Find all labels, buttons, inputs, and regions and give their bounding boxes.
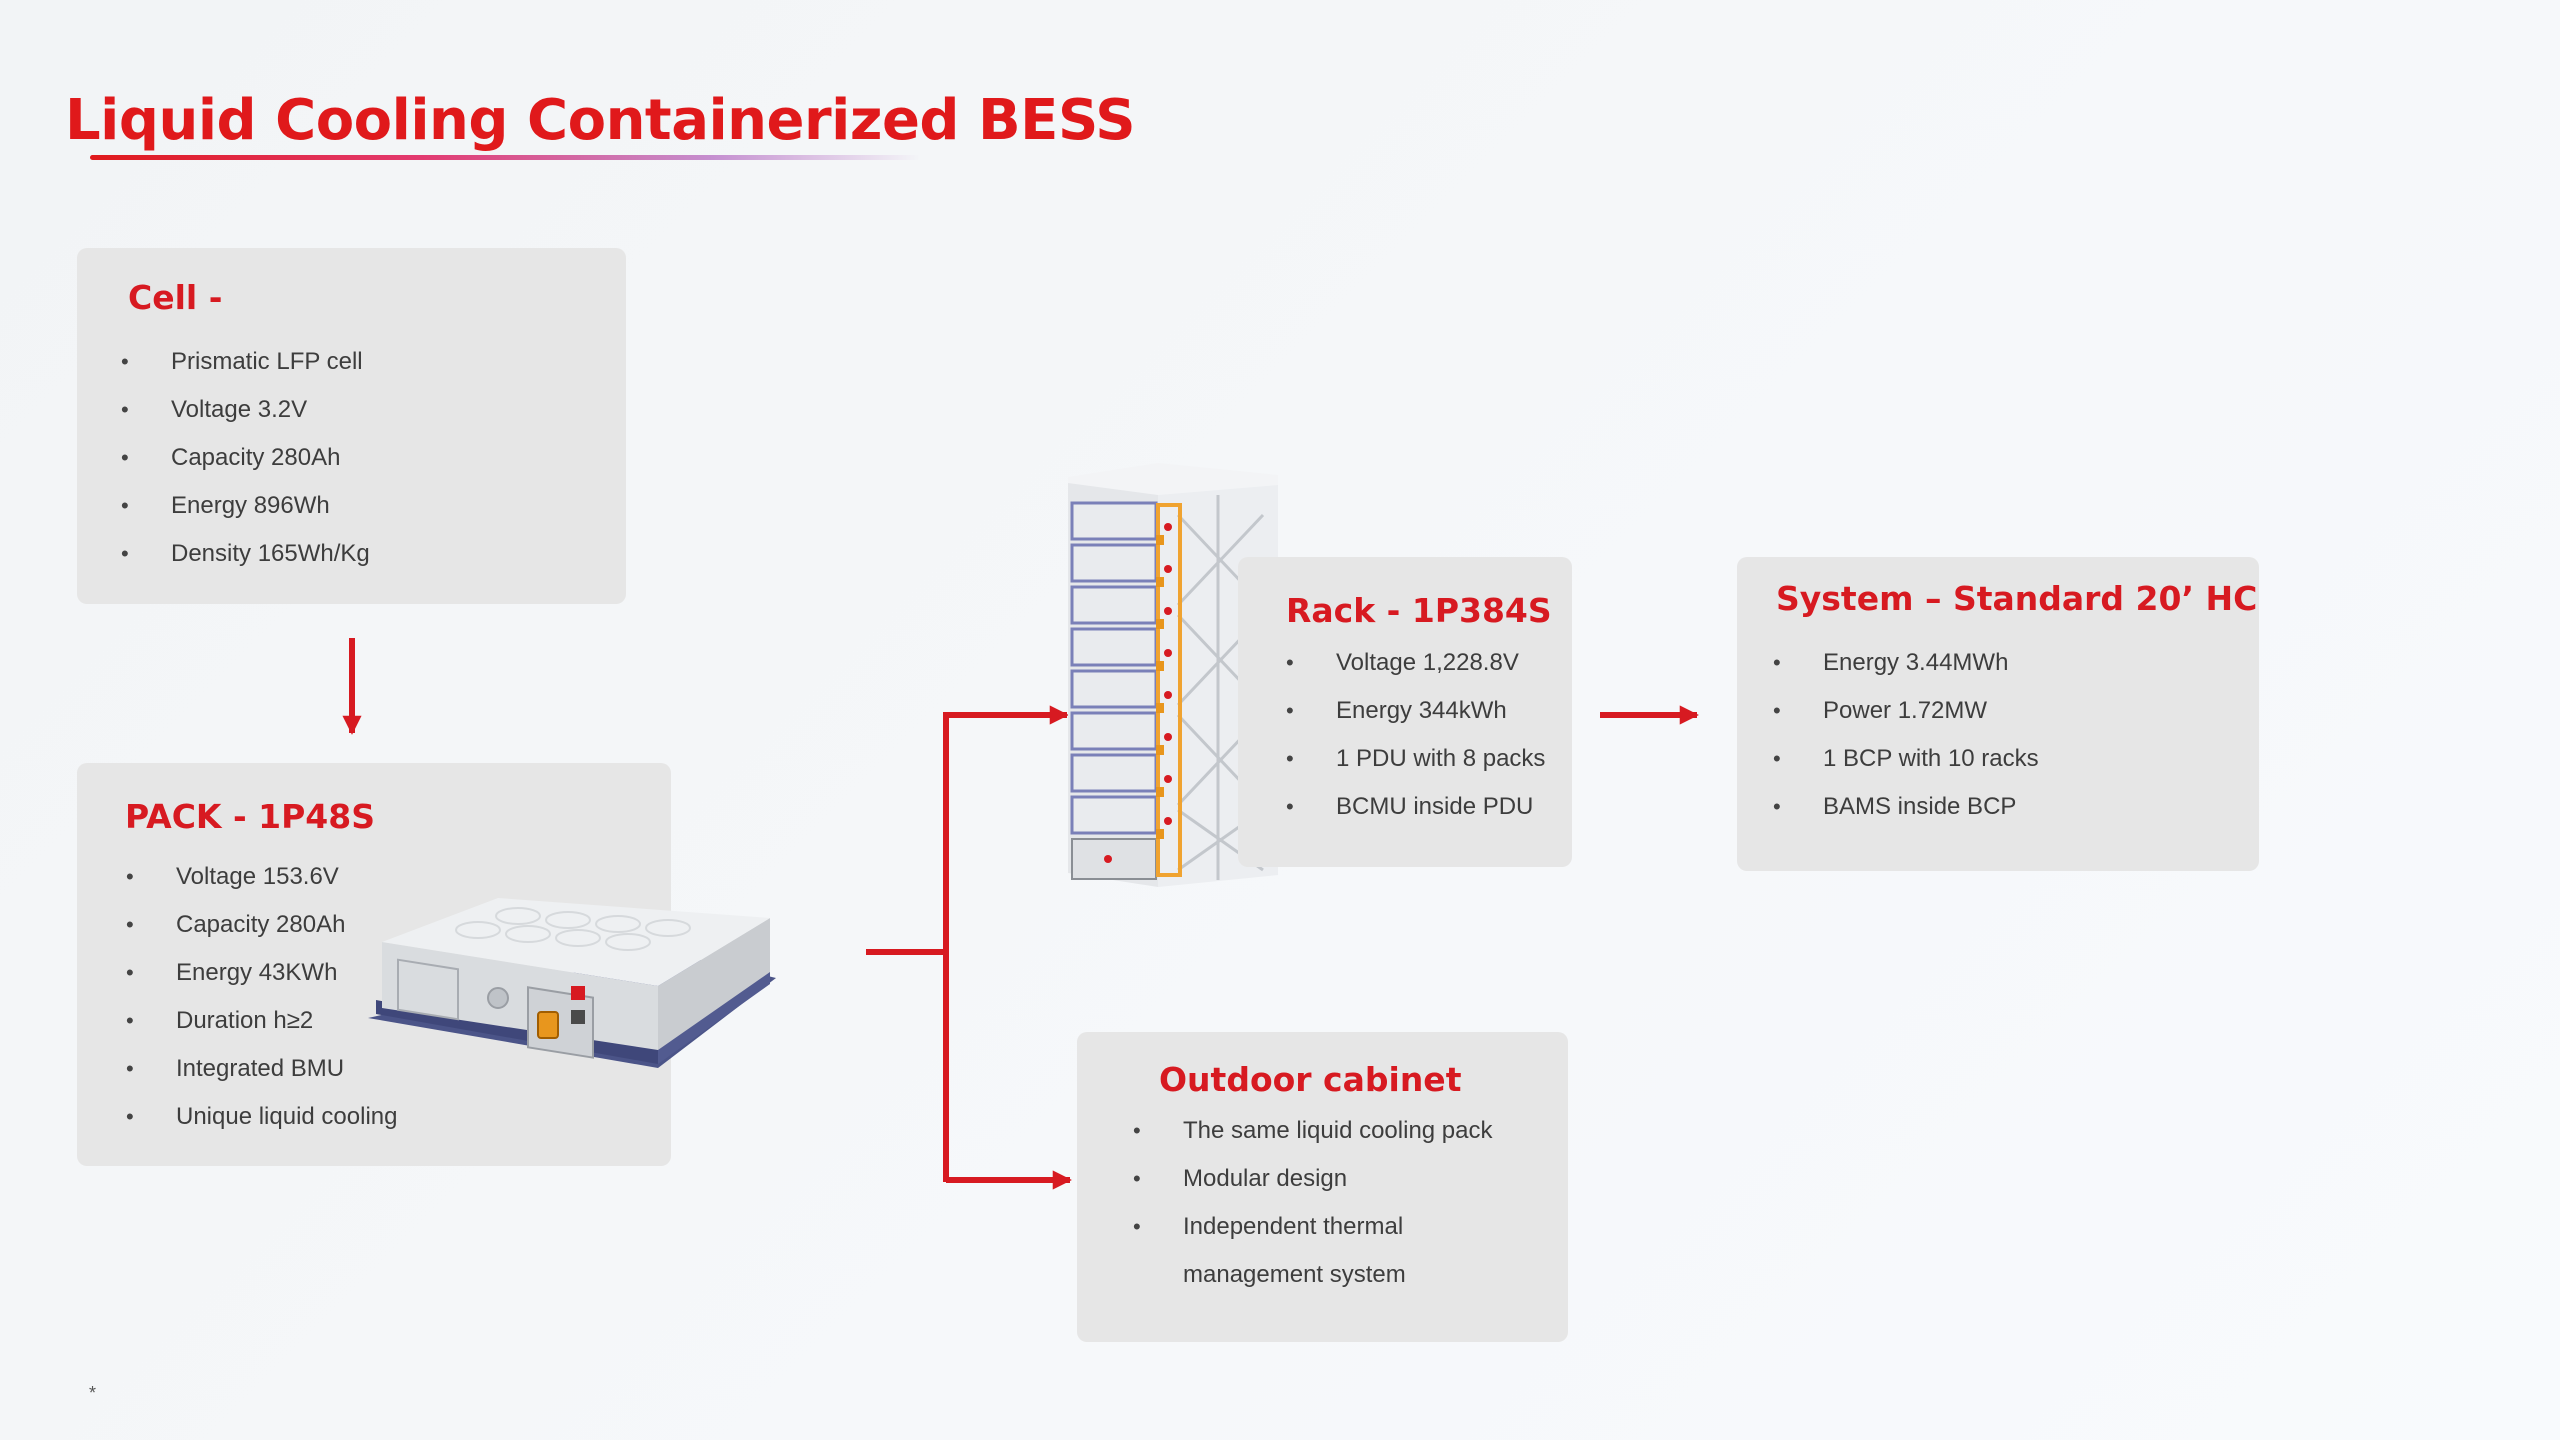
- list-item: Prismatic LFP cell: [121, 338, 370, 386]
- list-item: Density 165Wh/Kg: [121, 530, 370, 578]
- list-item-continuation: management system: [1183, 1261, 1406, 1288]
- rack-card: Rack - 1P384S Voltage 1,228.8V Energy 34…: [1238, 557, 1572, 867]
- pack-spec-list: Voltage 153.6V Capacity 280Ah Energy 43K…: [126, 853, 397, 1141]
- rack-heading: Rack - 1P384S: [1286, 591, 1552, 630]
- rack-module-row: [1070, 585, 1158, 625]
- list-item: Energy 43KWh: [126, 949, 397, 997]
- list-item: The same liquid cooling pack: [1133, 1107, 1493, 1155]
- cell-spec-list: Prismatic LFP cell Voltage 3.2V Capacity…: [121, 338, 370, 578]
- list-item: 1 PDU with 8 packs: [1286, 735, 1545, 783]
- list-item: Unique liquid cooling: [126, 1093, 397, 1141]
- list-item: Voltage 1,228.8V: [1286, 639, 1545, 687]
- list-item: Integrated BMU: [126, 1045, 397, 1093]
- list-item: Modular design: [1133, 1155, 1493, 1203]
- footnote: *: [89, 1383, 97, 1403]
- system-spec-list: Energy 3.44MWh Power 1.72MW 1 BCP with 1…: [1773, 639, 2039, 831]
- outdoor-cabinet-card: Outdoor cabinet The same liquid cooling …: [1077, 1032, 1568, 1342]
- list-item: Independent thermal: [1133, 1203, 1493, 1251]
- list-item: Capacity 280Ah: [121, 434, 370, 482]
- outdoor-spec-list: The same liquid cooling pack Modular des…: [1133, 1107, 1493, 1299]
- list-item: Power 1.72MW: [1773, 687, 2039, 735]
- rack-module-row: [1070, 711, 1158, 751]
- system-card: System – Standard 20’ HC Energy 3.44MWh …: [1737, 557, 2259, 871]
- outdoor-heading: Outdoor cabinet: [1159, 1060, 1462, 1099]
- list-item: Voltage 153.6V: [126, 853, 397, 901]
- list-item: Energy 344kWh: [1286, 687, 1545, 735]
- page-title: Liquid Cooling Containerized BESS: [65, 88, 1136, 153]
- list-item: BCMU inside PDU: [1286, 783, 1545, 831]
- pack-heading: PACK - 1P48S: [125, 797, 375, 836]
- list-item: Capacity 280Ah: [126, 901, 397, 949]
- list-item: Energy 3.44MWh: [1773, 639, 2039, 687]
- battery-pack-image: [368, 898, 776, 1068]
- list-item: Energy 896Wh: [121, 482, 370, 530]
- cell-card: Cell - Prismatic LFP cell Voltage 3.2V C…: [77, 248, 626, 604]
- list-item: Duration h≥2: [126, 997, 397, 1045]
- cell-heading: Cell -: [128, 278, 223, 317]
- list-item: 1 BCP with 10 racks: [1773, 735, 2039, 783]
- title-underline: [90, 155, 920, 160]
- rack-spec-list: Voltage 1,228.8V Energy 344kWh 1 PDU wit…: [1286, 639, 1545, 831]
- rack-module-row: [1070, 501, 1158, 541]
- rack-module-row: [1070, 795, 1158, 835]
- rack-module-row: [1070, 543, 1158, 583]
- list-item: BAMS inside BCP: [1773, 783, 2039, 831]
- system-heading: System – Standard 20’ HC: [1776, 579, 2258, 618]
- list-item: Voltage 3.2V: [121, 386, 370, 434]
- rack-module-row: [1070, 753, 1158, 793]
- rack-module-row: [1070, 627, 1158, 667]
- battery-rack-image: [1068, 463, 1278, 887]
- rack-module-row: [1070, 669, 1158, 709]
